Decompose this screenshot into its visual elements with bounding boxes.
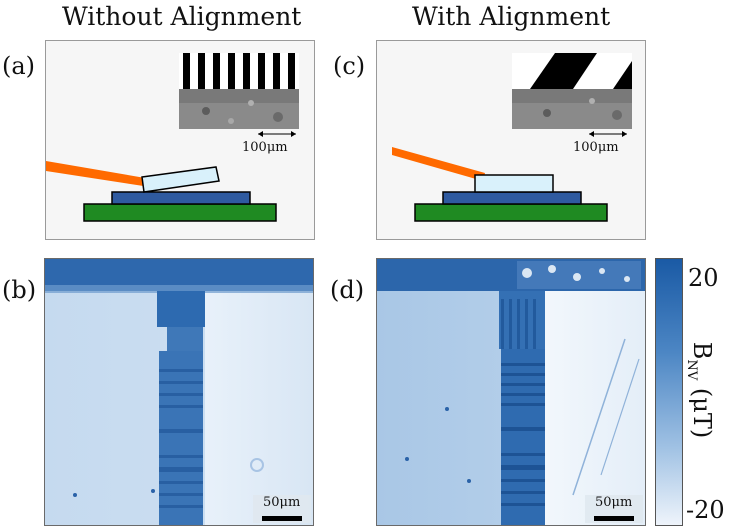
field-map-b-image [45,259,313,525]
colorbar-label-unit: (μT) [687,387,716,439]
aligned-chip [474,174,554,193]
colorbar-label-subscript: NV [684,359,700,381]
panel-label-c: (c) [333,52,366,80]
panel-label-a: (a) [2,52,36,80]
inset-image-c [512,53,632,129]
inset-scale-label-a: 100μm [242,140,288,155]
laser-beam [392,147,485,181]
substrate [83,203,277,222]
inset-scale-label-c: 100μm [573,140,619,155]
blue-layer [111,191,251,205]
map-scale-label-b: 50μm [263,495,301,510]
panel-label-d: (d) [330,276,365,304]
panel-label-b: (b) [2,276,37,304]
colorbar-max-label: 20 [688,264,719,292]
colorbar-label-symbol: B [687,341,716,360]
colorbar [655,258,683,526]
inset-image-a [179,53,299,129]
schematic-panel-c: 100μm [376,40,646,240]
title-with-alignment: With Alignment [412,2,611,31]
colorbar-min-label: -20 [686,496,725,524]
field-map-d-image [377,259,645,525]
scale-bar-d [594,516,634,521]
substrate [414,203,608,222]
field-map-d: 50μm [376,258,646,526]
laser-beam [46,161,151,187]
schematic-panel-a: 100μm [45,40,315,240]
blue-layer [442,191,582,205]
scale-bar-b [262,516,302,521]
schematic-a-drawing [46,53,299,222]
tilted-chip [141,166,220,193]
colorbar-axis-label: BNV (μT) [684,342,716,438]
field-map-b: 50μm [44,258,314,526]
title-without-alignment: Without Alignment [62,2,302,31]
schematic-c-drawing [392,53,632,222]
map-scale-label-d: 50μm [595,495,633,510]
